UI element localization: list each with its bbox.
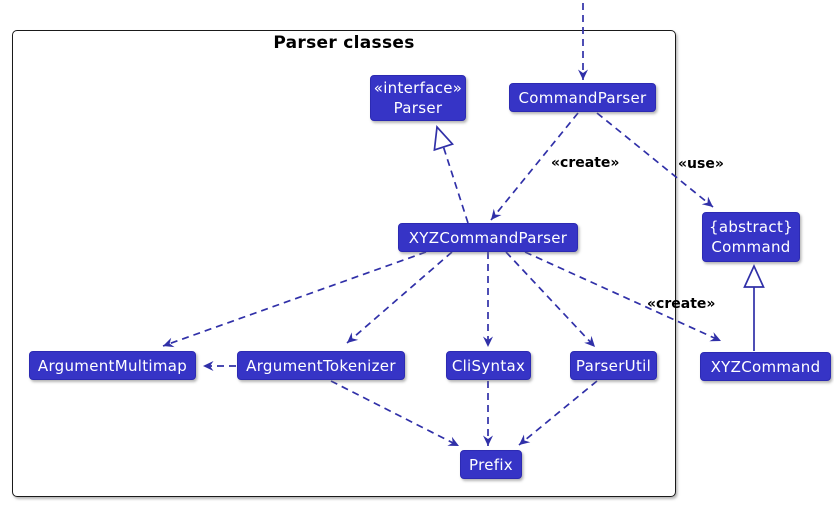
class-stereotype: «interface» bbox=[373, 79, 463, 97]
class-name: CliSyntax bbox=[451, 356, 526, 375]
edge-parserutil-to-prefix bbox=[518, 380, 598, 446]
class-command-abstract: {abstract} Command bbox=[702, 212, 800, 262]
class-argument-multimap: ArgumentMultimap bbox=[29, 351, 196, 380]
uml-frame bbox=[12, 30, 676, 497]
edge-commandparser-create-xyzcommandparser bbox=[490, 112, 579, 221]
class-stereotype: {abstract} bbox=[709, 218, 793, 236]
edge-xyzcommandparser-to-argumenttokenizer bbox=[346, 251, 453, 344]
class-name: Parser bbox=[393, 99, 443, 117]
edge-argumenttokenizer-to-prefix bbox=[330, 380, 460, 447]
class-xyz-command-parser: XYZCommandParser bbox=[398, 223, 578, 252]
class-parser-util: ParserUtil bbox=[570, 351, 657, 380]
edge-commandparser-use-command bbox=[596, 112, 714, 208]
class-name: CommandParser bbox=[518, 88, 647, 107]
class-cli-syntax: CliSyntax bbox=[446, 351, 531, 380]
edge-xyzcommandparser-to-parserutil bbox=[505, 251, 596, 348]
class-name: ArgumentTokenizer bbox=[246, 356, 396, 375]
class-name: ArgumentMultimap bbox=[37, 356, 188, 375]
class-command-parser: CommandParser bbox=[509, 83, 656, 112]
class-name: XYZCommandParser bbox=[408, 228, 568, 247]
diagram-title: Parser classes bbox=[273, 33, 415, 53]
edge-label-create: «create» bbox=[551, 155, 620, 171]
class-name: Command bbox=[711, 238, 791, 256]
edge-xyzcommandparser-to-argumentmultimap bbox=[162, 251, 427, 348]
edge-label-create: «create» bbox=[647, 296, 716, 312]
class-parser-interface: «interface» Parser bbox=[370, 75, 466, 121]
class-xyz-command: XYZCommand bbox=[700, 352, 831, 381]
class-name: ParserUtil bbox=[575, 356, 652, 375]
class-name: Prefix bbox=[469, 455, 513, 474]
class-argument-tokenizer: ArgumentTokenizer bbox=[237, 351, 405, 380]
edge-xyzcommandparser-realizes-parser bbox=[433, 125, 469, 224]
class-prefix: Prefix bbox=[460, 450, 522, 479]
edge-label-use: «use» bbox=[678, 156, 724, 172]
class-name: XYZCommand bbox=[710, 357, 821, 376]
